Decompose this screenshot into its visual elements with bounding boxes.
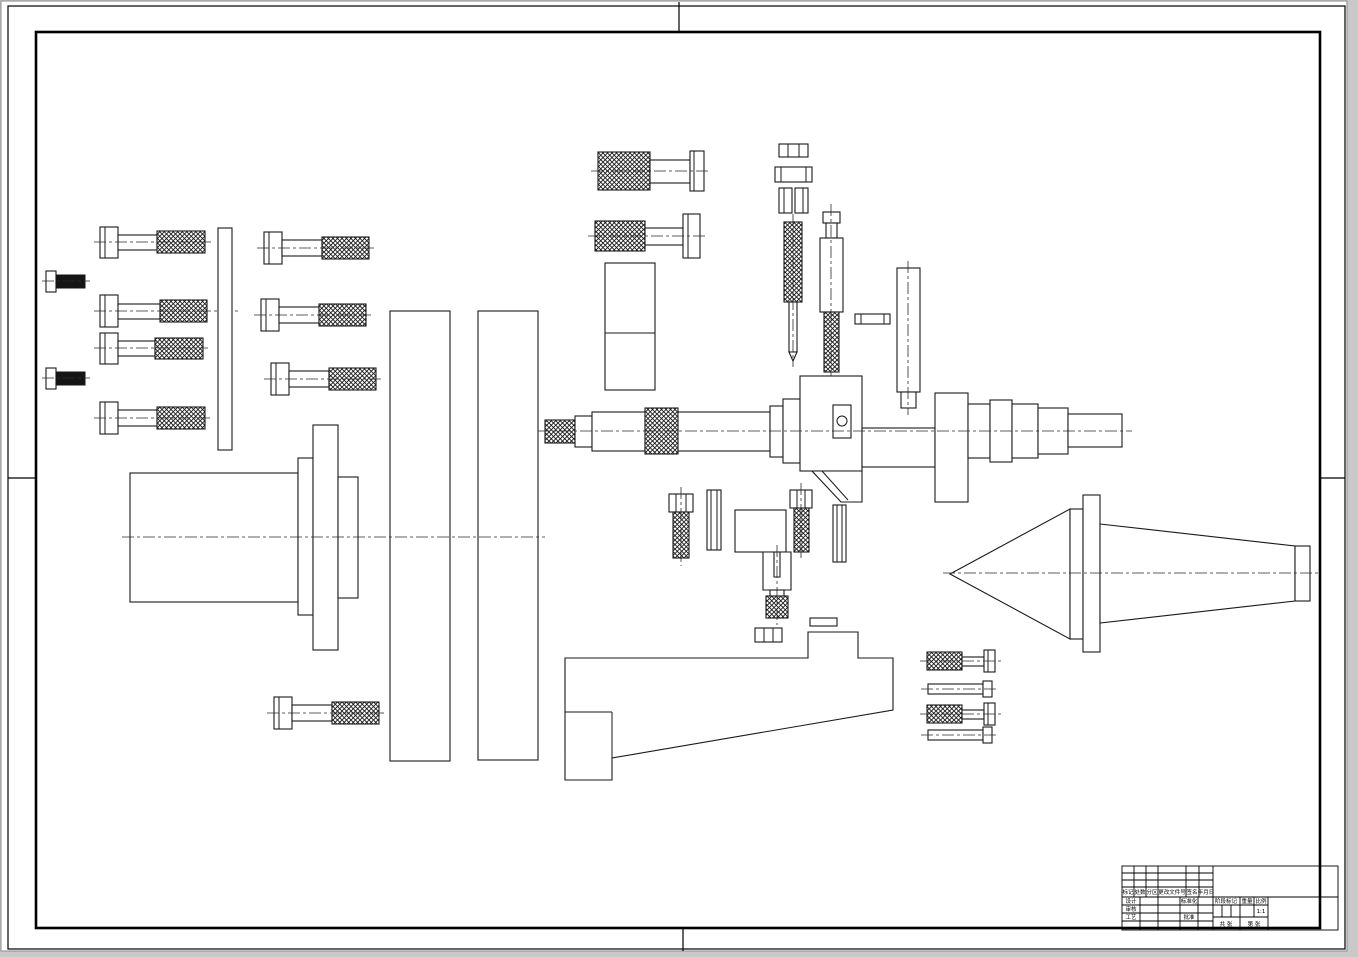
tb-sheet-total-label: 共 张 [1220,920,1233,928]
tb-approve-label: 批准 [1183,913,1195,921]
part-machine-screw-2 [920,702,1002,726]
part-hex-bolt-1 [591,150,711,192]
part-key-strip [809,617,838,627]
part-washer-2 [774,166,813,183]
part-spacer-bar [217,227,233,451]
part-hex-nut [754,627,783,643]
tb-rev-docno-label: 更改文件号 [1158,888,1186,896]
part-crankshaft [538,375,1132,503]
part-spindle-flange-assembly [122,424,545,651]
part-slotted-screw-2 [789,483,813,560]
part-hex-bolt-2 [588,213,707,259]
part-flat-key [832,504,847,563]
tb-stage-label: 阶段标记 [1215,897,1238,905]
part-slide-block [734,509,787,553]
tb-rev-mark-label: 标记 [1122,888,1134,896]
part-cap-screw-3 [94,332,208,365]
part-set-screw-2 [42,367,90,390]
tb-rev-zone-label: 分区 [1146,888,1158,896]
part-slotted-screw-1 [668,487,694,566]
sheet-frame [7,2,1346,951]
tb-scale-value: 1:1 [1257,909,1266,915]
part-fork-stud [762,545,792,625]
tb-design-label: 设计 [1125,897,1137,905]
part-cap-screw-1 [94,226,212,259]
tb-check-label: 审核 [1125,905,1137,913]
part-dowel-pin-3 [921,726,999,744]
part-washer-1 [778,143,809,158]
part-key-pin [854,313,891,325]
tb-scale-label: 比例 [1255,897,1267,905]
part-cap-screw-8 [267,696,384,730]
part-cap-screw-6 [254,298,371,332]
tb-rev-count-label: 处数 [1134,888,1146,896]
part-cap-screw-7 [264,362,381,396]
tb-standard-label: 标准化 [1181,897,1198,905]
part-machine-screw-1 [920,649,1002,673]
part-dowel-pin-1 [706,489,722,551]
tb-rev-date-label: 年月日 [1198,888,1215,896]
part-set-screw-1 [42,270,90,293]
part-stepped-stud [819,204,844,380]
part-dowel-pin-2 [921,680,999,698]
part-pointed-stud [783,214,803,367]
part-clamp-plate-1 [389,310,451,762]
part-spacer-block [604,262,656,391]
tb-sheet-index-label: 第 张 [1248,920,1261,928]
part-cap-screw-5 [257,231,374,265]
title-block: 标记 处数 分区 更改文件号 签名 年月日 设计 审核 工艺 标准化 批准 阶段… [1121,865,1339,931]
part-tailstock-dead-center [943,494,1318,653]
part-base-bracket [564,631,894,781]
part-locating-pads [778,187,809,214]
part-cylindrical-pin [896,261,921,415]
tb-rev-sign-label: 签名 [1186,888,1197,896]
part-cap-screw-2 [94,294,238,328]
part-cap-screw-4 [94,401,210,435]
part-clamp-plate-2 [477,310,539,761]
tb-weight-label: 重量 [1241,897,1253,905]
tb-process-label: 工艺 [1125,914,1137,921]
